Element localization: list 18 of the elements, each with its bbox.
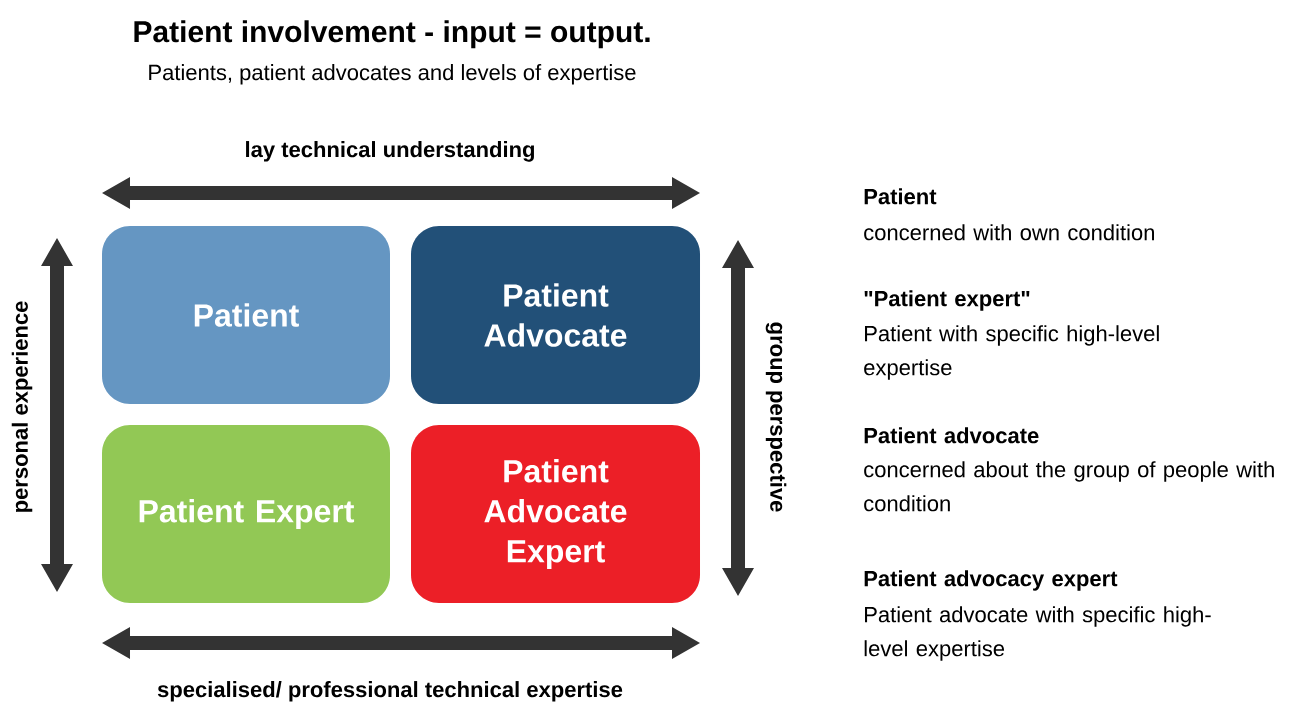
heading: Patient [864, 188, 937, 205]
axis-label: personal experience [11, 301, 33, 512]
heading: Patient advocacy expert [864, 570, 1118, 591]
description: concerned with own condition [864, 224, 1154, 241]
quadrant-box: Patient Expert [102, 425, 390, 603]
title: Patient involvement - input = output. [134, 20, 650, 49]
heading: Patient advocate [864, 427, 1039, 444]
description: Patient advocate with specific high-level expertise [864, 606, 1211, 661]
description: Patient with specific high-level expertise [864, 325, 1159, 380]
quadrant-box: Patient [102, 226, 390, 404]
axis-label: specialised/ professional technical expertise [157, 681, 623, 702]
subtitle: Patients, patient advocates and levels of expertise [149, 64, 636, 85]
quadrant-box: Patient Advocate Expert [411, 425, 700, 603]
quadrant-box: Patient Advocate [411, 226, 700, 404]
axis-label: group perspective [765, 322, 787, 512]
heading: "Patient expert" [864, 290, 1030, 311]
axis-label: lay technical understanding [246, 141, 534, 162]
description: concerned about the group of people with condition [864, 461, 1274, 512]
